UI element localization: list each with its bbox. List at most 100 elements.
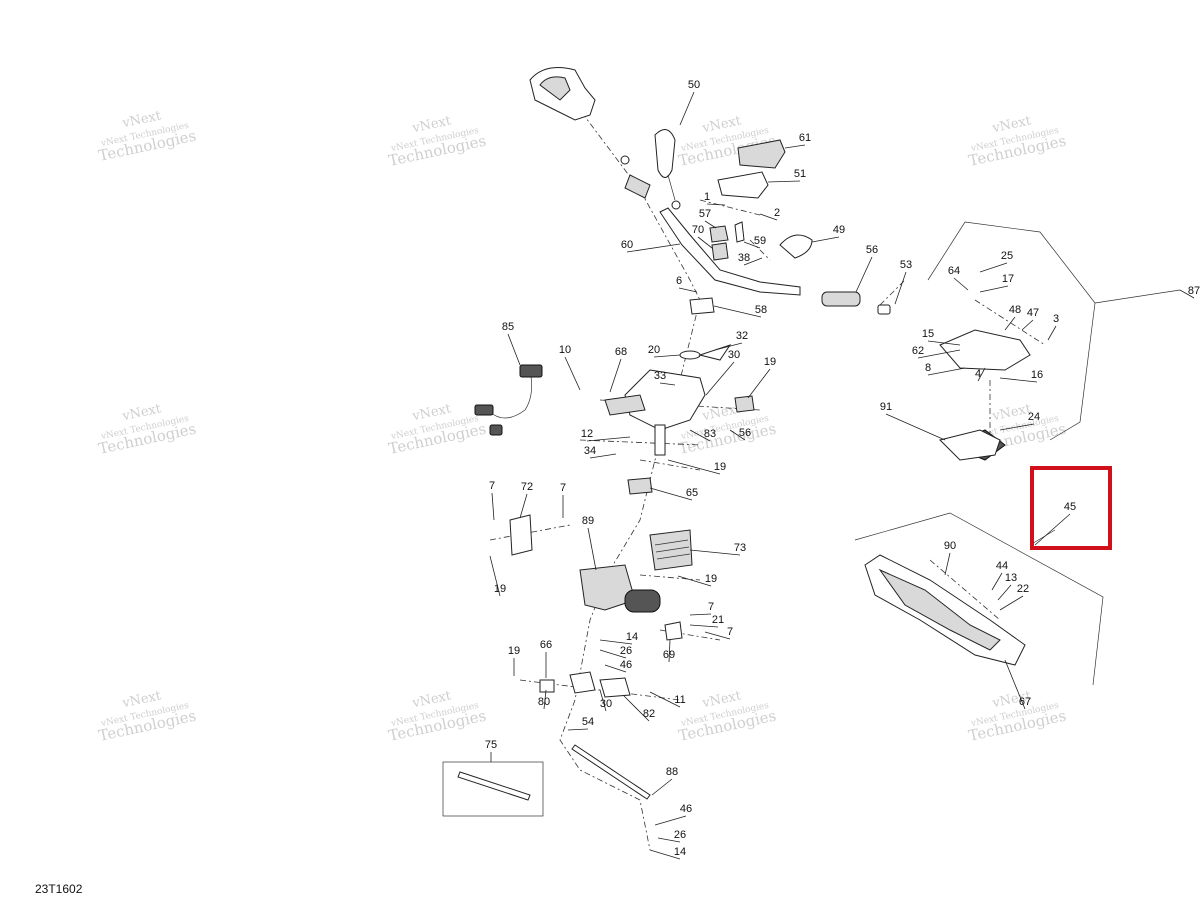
callout-61[interactable]: 61 [799, 132, 811, 144]
leader-line [1034, 513, 1071, 546]
callout-22[interactable]: 22 [1017, 583, 1029, 595]
callout-19[interactable]: 19 [764, 356, 776, 368]
callout-83[interactable]: 83 [704, 428, 716, 440]
callout-48[interactable]: 48 [1009, 304, 1021, 316]
callout-7[interactable]: 7 [560, 482, 566, 494]
callout-89[interactable]: 89 [582, 515, 594, 527]
callout-69[interactable]: 69 [663, 649, 675, 661]
callout-10[interactable]: 10 [559, 344, 571, 356]
leader-line [599, 639, 633, 645]
handguard-right [939, 329, 1031, 371]
callout-46[interactable]: 46 [680, 803, 692, 815]
callout-24[interactable]: 24 [1028, 411, 1040, 423]
callout-46[interactable]: 46 [620, 659, 632, 671]
group-brackets [854, 221, 1181, 686]
callout-6[interactable]: 6 [676, 275, 682, 287]
callout-66[interactable]: 66 [540, 639, 552, 651]
callout-53[interactable]: 53 [900, 259, 912, 271]
callout-80[interactable]: 80 [538, 696, 550, 708]
leader-line [1004, 316, 1016, 331]
callout-51[interactable]: 51 [794, 168, 806, 180]
callout-26[interactable]: 26 [674, 829, 686, 841]
callout-82[interactable]: 82 [643, 708, 655, 720]
assembly-axes [489, 89, 1046, 851]
leader-line [953, 277, 969, 291]
callout-62[interactable]: 62 [912, 345, 924, 357]
callout-64[interactable]: 64 [948, 265, 960, 277]
callout-38[interactable]: 38 [738, 252, 750, 264]
callout-14[interactable]: 14 [674, 846, 686, 858]
leader-line [705, 361, 735, 396]
leader-line [654, 815, 687, 826]
callout-19[interactable]: 19 [508, 645, 520, 657]
callout-60[interactable]: 60 [621, 239, 633, 251]
leader-line [855, 256, 873, 293]
callout-49[interactable]: 49 [833, 224, 845, 236]
callout-33[interactable]: 33 [654, 370, 666, 382]
callout-7[interactable]: 7 [727, 626, 733, 638]
callout-19[interactable]: 19 [494, 583, 506, 595]
callout-73[interactable]: 73 [734, 542, 746, 554]
leader-line [1004, 659, 1026, 710]
leader-line [677, 575, 712, 587]
callout-32[interactable]: 32 [736, 330, 748, 342]
leader-line [979, 262, 1008, 273]
leader-line [567, 728, 589, 731]
callout-7[interactable]: 7 [489, 480, 495, 492]
callout-54[interactable]: 54 [582, 716, 594, 728]
callout-56[interactable]: 56 [739, 427, 751, 439]
callout-44[interactable]: 44 [996, 560, 1008, 572]
callout-87[interactable]: 87 [1188, 285, 1200, 297]
callout-88[interactable]: 88 [666, 766, 678, 778]
callout-72[interactable]: 72 [521, 481, 533, 493]
callout-70[interactable]: 70 [692, 224, 704, 236]
callout-7[interactable]: 7 [708, 601, 714, 613]
callout-90[interactable]: 90 [944, 540, 956, 552]
callout-2[interactable]: 2 [774, 207, 780, 219]
callout-91[interactable]: 91 [880, 401, 892, 413]
callout-85[interactable]: 85 [502, 321, 514, 333]
callout-30[interactable]: 30 [600, 698, 612, 710]
callout-12[interactable]: 12 [581, 428, 593, 440]
callout-59[interactable]: 59 [754, 235, 766, 247]
callout-19[interactable]: 19 [714, 461, 726, 473]
callout-34[interactable]: 34 [584, 445, 596, 457]
callout-45[interactable]: 45 [1064, 501, 1076, 513]
callout-8[interactable]: 8 [925, 362, 931, 374]
callout-20[interactable]: 20 [648, 344, 660, 356]
leader-lines [489, 91, 1195, 860]
callout-3[interactable]: 3 [1053, 313, 1059, 325]
callout-67[interactable]: 67 [1019, 696, 1031, 708]
callout-13[interactable]: 13 [1005, 572, 1017, 584]
leader-line [743, 241, 761, 249]
callout-47[interactable]: 47 [1027, 307, 1039, 319]
callout-1[interactable]: 1 [704, 191, 710, 203]
callout-15[interactable]: 15 [922, 328, 934, 340]
callout-14[interactable]: 14 [626, 631, 638, 643]
callout-26[interactable]: 26 [620, 645, 632, 657]
callout-75[interactable]: 75 [485, 739, 497, 751]
callout-50[interactable]: 50 [688, 79, 700, 91]
callout-57[interactable]: 57 [699, 208, 711, 220]
callout-4[interactable]: 4 [975, 368, 981, 380]
leader-line [713, 305, 762, 318]
parts [442, 67, 1031, 817]
mirror-49 [779, 234, 813, 259]
callout-17[interactable]: 17 [1002, 273, 1014, 285]
leader-line [697, 236, 713, 249]
callout-45-highlight[interactable] [1030, 466, 1112, 550]
callout-19[interactable]: 19 [705, 573, 717, 585]
callout-25[interactable]: 25 [1001, 250, 1013, 262]
callout-11[interactable]: 11 [674, 694, 685, 706]
callout-16[interactable]: 16 [1031, 369, 1043, 381]
callout-21[interactable]: 21 [712, 614, 724, 626]
callout-68[interactable]: 68 [615, 346, 627, 358]
callout-30[interactable]: 30 [728, 349, 740, 361]
leader-line [979, 285, 1009, 293]
callout-58[interactable]: 58 [755, 304, 767, 316]
callout-65[interactable]: 65 [686, 487, 698, 499]
callout-56[interactable]: 56 [866, 244, 878, 256]
leader-line [894, 271, 907, 305]
